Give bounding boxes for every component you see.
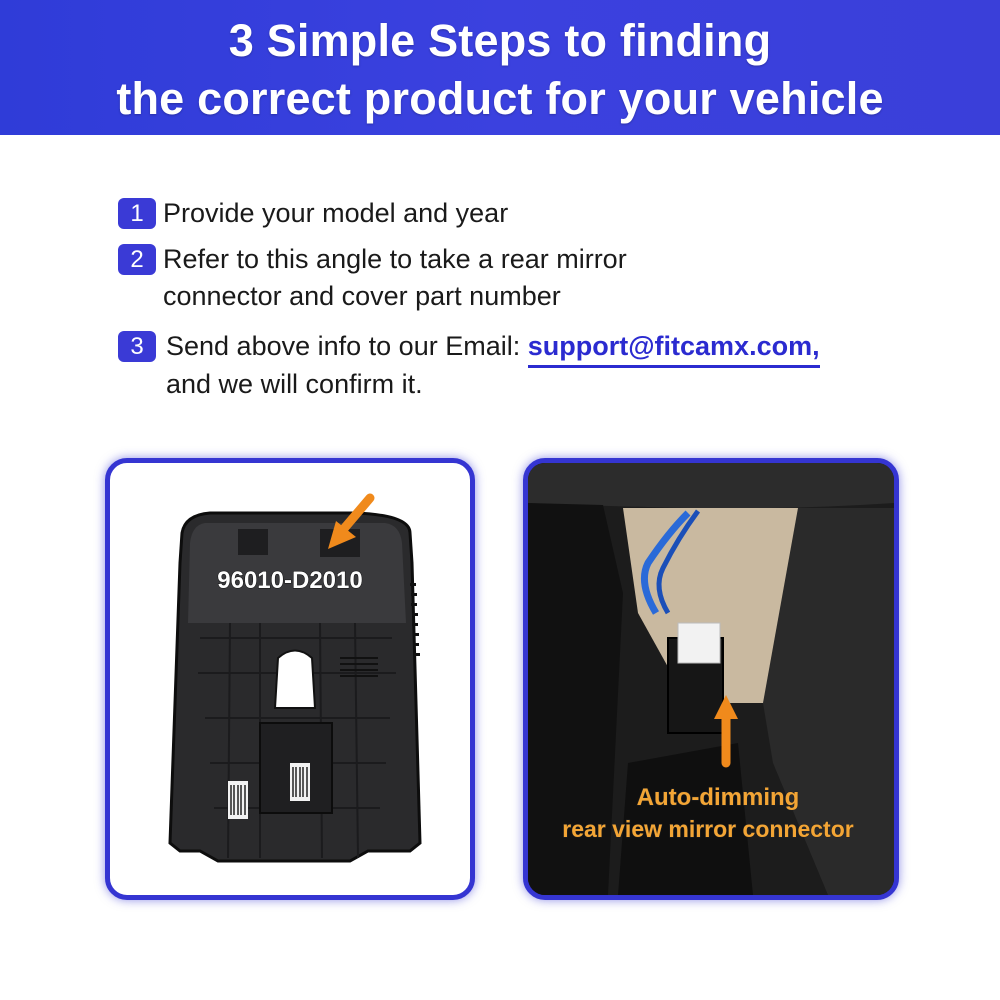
barcode-label-icon xyxy=(228,781,248,819)
caption-line-1: Auto-dimming xyxy=(637,784,800,811)
support-email-link[interactable]: support@fitcamx.com, xyxy=(527,331,820,368)
step-3-text-line-2: and we will confirm it. xyxy=(166,369,423,399)
step-1-text: Provide your model and year xyxy=(163,198,509,228)
step-2-text-line-2: connector and cover part number xyxy=(163,281,561,311)
mirror-cover-photo-card: 96010-D2010 xyxy=(105,458,475,900)
arrow-icon xyxy=(328,493,375,549)
part-number-label: 96010-D2010 xyxy=(217,567,362,594)
step-number-badge: 1 xyxy=(118,198,156,229)
mirror-cover-photo: 96010-D2010 xyxy=(168,493,422,863)
step-3-prefix: Send above info to our Email: xyxy=(166,331,528,361)
step-3-text-line-1: Send above info to our Email: support@fi… xyxy=(166,328,820,368)
header-banner: 3 Simple Steps to finding the correct pr… xyxy=(0,0,1000,135)
barcode-label-icon xyxy=(290,763,310,801)
connector-photo-card: Auto-dimming rear view mirror connector xyxy=(523,458,899,900)
caption-line-2: rear view mirror connector xyxy=(562,816,853,842)
page-title-line-1: 3 Simple Steps to finding xyxy=(228,15,772,66)
step-number-badge: 3 xyxy=(118,331,156,362)
page-title-line-2: the correct product for your vehicle xyxy=(116,73,884,124)
arrow-icon xyxy=(714,695,738,768)
step-2-text-line-1: Refer to this angle to take a rear mirro… xyxy=(163,244,627,274)
connector-photo: Auto-dimming rear view mirror connector xyxy=(528,463,894,895)
step-number-badge: 2 xyxy=(118,244,156,275)
